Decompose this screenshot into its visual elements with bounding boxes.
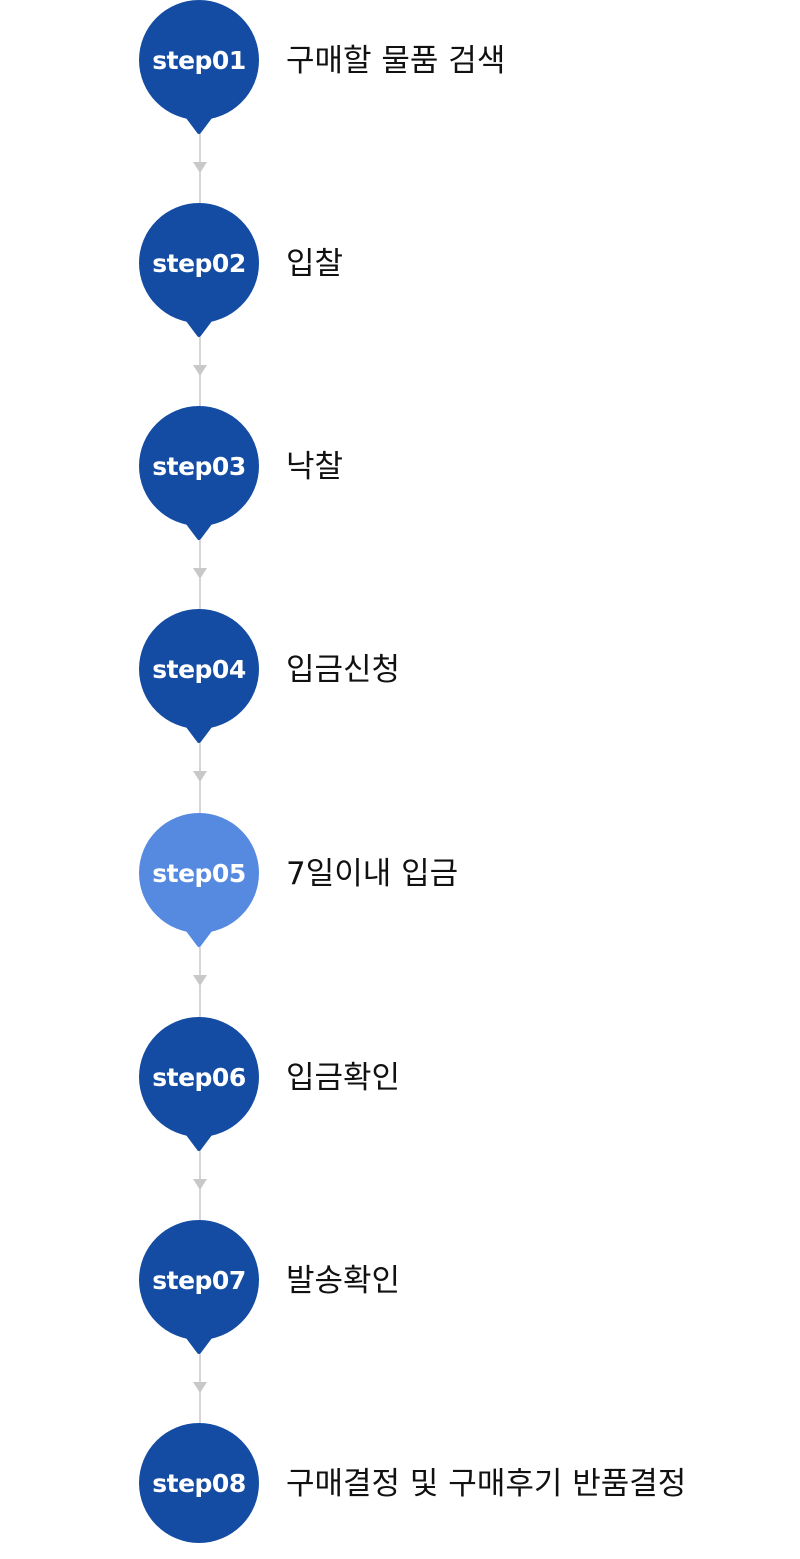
step-badge: step01 (138, 0, 260, 136)
step-badge: step02 (138, 203, 260, 339)
connector-arrow (193, 540, 207, 610)
connector-arrow (193, 1354, 207, 1424)
step-item-08: step08 구매결정 및 구매후기 반품결정 (138, 1423, 778, 1559)
step-description: 7일이내 입금 (286, 856, 459, 892)
step-badge: step04 (138, 609, 260, 745)
step-description: 낙찰 (286, 449, 344, 485)
down-arrow-icon (193, 134, 207, 204)
step-label: step05 (152, 859, 246, 888)
pin-marker-icon (139, 1017, 259, 1151)
down-arrow-icon (193, 1151, 207, 1221)
step-description: 입금확인 (286, 1060, 401, 1096)
step-description: 입금신청 (286, 652, 401, 688)
down-arrow-icon (193, 947, 207, 1017)
pin-marker-icon (139, 0, 259, 134)
pin-marker-icon (139, 813, 259, 947)
step-badge: step03 (138, 406, 260, 542)
step-item-02: step02 입찰 (138, 203, 778, 339)
step-description: 입찰 (286, 246, 344, 282)
step-label: step01 (152, 46, 246, 75)
step-item-07: step07 발송확인 (138, 1220, 778, 1356)
step-badge-active: step05 (138, 813, 260, 949)
step-label: step07 (152, 1266, 246, 1295)
step-description: 발송확인 (286, 1263, 401, 1299)
connector-arrow (193, 134, 207, 204)
step-item-04: step04 입금신청 (138, 609, 778, 745)
step-description: 구매결정 및 구매후기 반품결정 (286, 1466, 687, 1502)
pin-marker-icon (139, 203, 259, 337)
step-badge: step06 (138, 1017, 260, 1153)
step-label: step03 (152, 452, 246, 481)
connector-arrow (193, 743, 207, 813)
step-label: step06 (152, 1063, 246, 1092)
connector-arrow (193, 337, 207, 407)
step-item-06: step06 입금확인 (138, 1017, 778, 1153)
step-description: 구매할 물품 검색 (286, 43, 506, 79)
down-arrow-icon (193, 337, 207, 407)
step-label: step08 (152, 1469, 246, 1498)
step-label: step04 (152, 655, 246, 684)
circle-marker-icon (139, 1423, 259, 1543)
down-arrow-icon (193, 540, 207, 610)
down-arrow-icon (193, 1354, 207, 1424)
pin-marker-icon (139, 1220, 259, 1354)
step-item-03: step03 낙찰 (138, 406, 778, 542)
pin-marker-icon (139, 406, 259, 540)
connector-arrow (193, 947, 207, 1017)
step-item-05: step05 7일이내 입금 (138, 813, 778, 949)
step-label: step02 (152, 249, 246, 278)
pin-marker-icon (139, 609, 259, 743)
step-item-01: step01 구매할 물품 검색 (138, 0, 778, 136)
down-arrow-icon (193, 743, 207, 813)
connector-arrow (193, 1151, 207, 1221)
step-badge: step08 (138, 1423, 260, 1559)
step-badge: step07 (138, 1220, 260, 1356)
